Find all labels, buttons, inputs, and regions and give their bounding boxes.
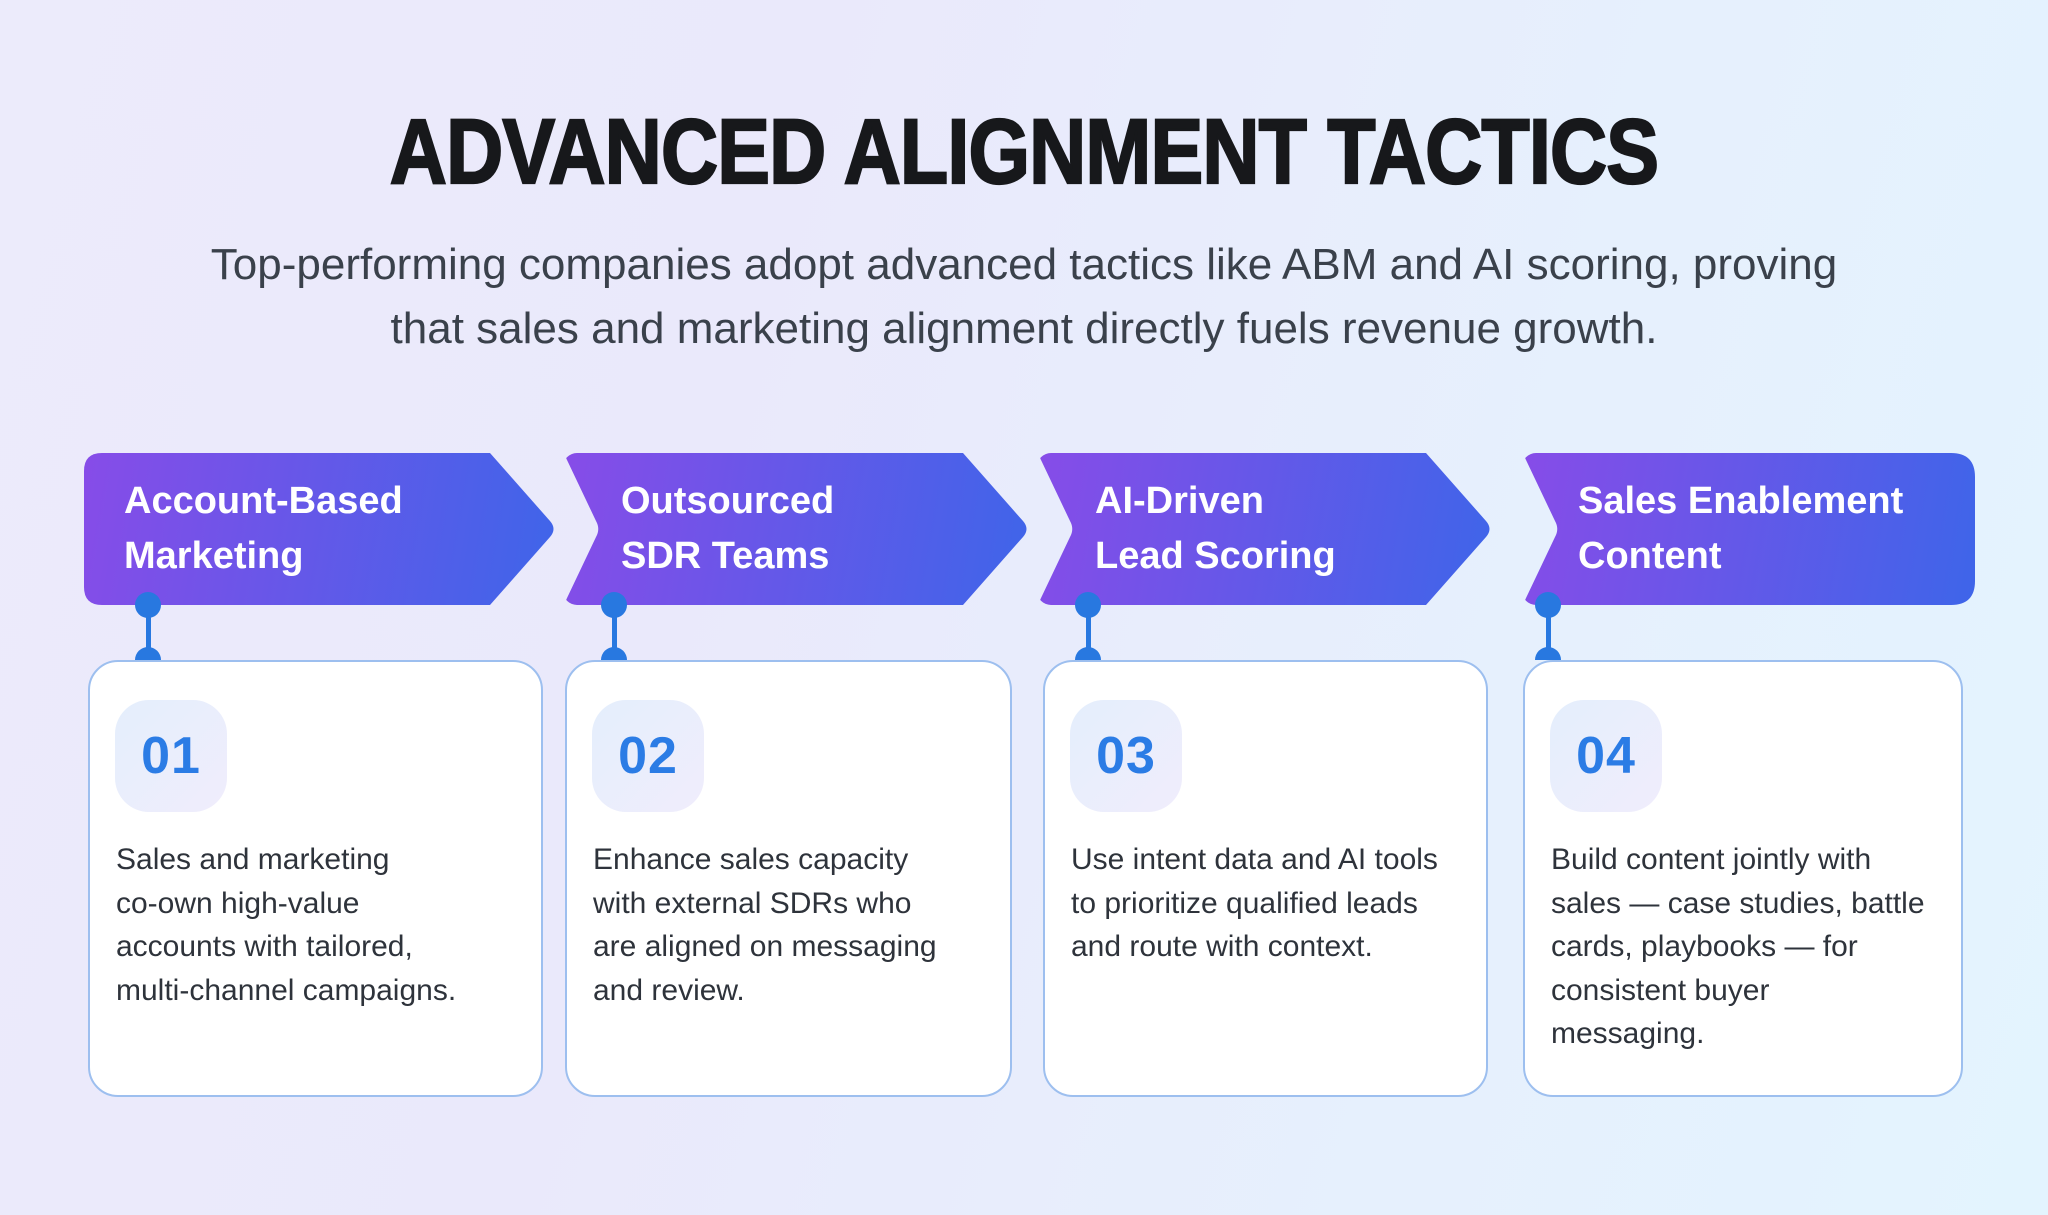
banner-title-line: AI-Driven	[1095, 480, 1264, 522]
step-description: Build content jointly with sales — case …	[1551, 838, 1941, 1056]
banner-title-line: Account-Based	[124, 480, 403, 522]
connector-stem	[611, 605, 617, 660]
step-number-badge: 04	[1550, 700, 1662, 812]
connector-dome-icon	[135, 647, 161, 660]
connector-dome-icon	[1535, 647, 1561, 660]
subtitle-line: Top-performing companies adopt advanced …	[210, 240, 1838, 289]
description-line: Use intent data and AI tools	[1071, 843, 1438, 876]
connector-dome-icon	[601, 647, 627, 660]
connector	[135, 592, 161, 660]
step-description: Use intent data and AI tools to prioriti…	[1071, 838, 1466, 969]
subtitle-line: that sales and marketing alignment direc…	[390, 304, 1658, 353]
description-line: messaging.	[1551, 1017, 1705, 1050]
connector	[1075, 592, 1101, 660]
banner-title-line: Sales Enablement	[1578, 480, 1904, 522]
description-line: co-own high-value	[116, 886, 360, 920]
step-number-badge: 01	[115, 700, 227, 812]
step-card-sales-enablement-content: 04 Build content jointly with sales — ca…	[1523, 660, 1963, 1097]
step-description: Enhance sales capacity with external SDR…	[593, 838, 990, 1012]
step-number: 01	[141, 727, 201, 785]
step-number: 04	[1576, 727, 1636, 785]
description-line: multi-channel campaigns.	[116, 973, 457, 1007]
step-description: Sales and marketing co-own high-value ac…	[116, 838, 521, 1012]
step-number-badge: 03	[1070, 700, 1182, 812]
page-title: ADVANCED ALIGNMENT TACTICS	[389, 101, 1660, 203]
description-line: and review.	[593, 973, 745, 1007]
connector-stem	[1545, 605, 1551, 660]
banner-ai-driven-lead-scoring: AI-Driven Lead Scoring	[1037, 453, 1493, 605]
description-line: Sales and marketing	[116, 843, 390, 876]
description-line: and route with context.	[1071, 930, 1373, 963]
step-number-badge: 02	[592, 700, 704, 812]
step-card-ai-driven-lead-scoring: 03 Use intent data and AI tools to prior…	[1043, 660, 1488, 1097]
step-number: 02	[618, 727, 678, 785]
banner-outsourced-sdr-teams: Outsourced SDR Teams	[563, 453, 1030, 605]
description-line: to prioritize qualified leads	[1071, 886, 1418, 920]
page-subtitle: Top-performing companies adopt advanced …	[0, 233, 2048, 361]
description-line: Build content jointly with	[1551, 843, 1872, 876]
description-line: Enhance sales capacity	[593, 843, 909, 876]
step-card-account-based-marketing: 01 Sales and marketing co-own high-value…	[88, 660, 543, 1097]
banner-title-line: SDR Teams	[621, 535, 830, 577]
banner-title-line: Outsourced	[621, 480, 835, 522]
description-line: with external SDRs who	[593, 886, 912, 920]
connector	[1535, 592, 1561, 660]
banner-account-based-marketing: Account-Based Marketing	[84, 453, 557, 605]
description-line: are aligned on messaging	[593, 930, 937, 963]
step-card-outsourced-sdr-teams: 02 Enhance sales capacity with external …	[565, 660, 1012, 1097]
connector	[601, 592, 627, 660]
description-line: cards, playbooks — for	[1551, 930, 1858, 963]
banner-title-line: Content	[1578, 535, 1722, 577]
banner-sales-enablement-content: Sales Enablement Content	[1522, 453, 1975, 605]
connector-dome-icon	[1075, 647, 1101, 660]
banner-title-line: Marketing	[124, 535, 304, 577]
description-line: sales — case studies, battle	[1551, 886, 1925, 920]
connector-stem	[145, 605, 151, 660]
connector-stem	[1085, 605, 1091, 660]
step-number: 03	[1096, 727, 1156, 785]
description-line: accounts with tailored,	[116, 930, 413, 963]
description-line: consistent buyer	[1551, 973, 1770, 1007]
banner-title-line: Lead Scoring	[1095, 535, 1336, 577]
